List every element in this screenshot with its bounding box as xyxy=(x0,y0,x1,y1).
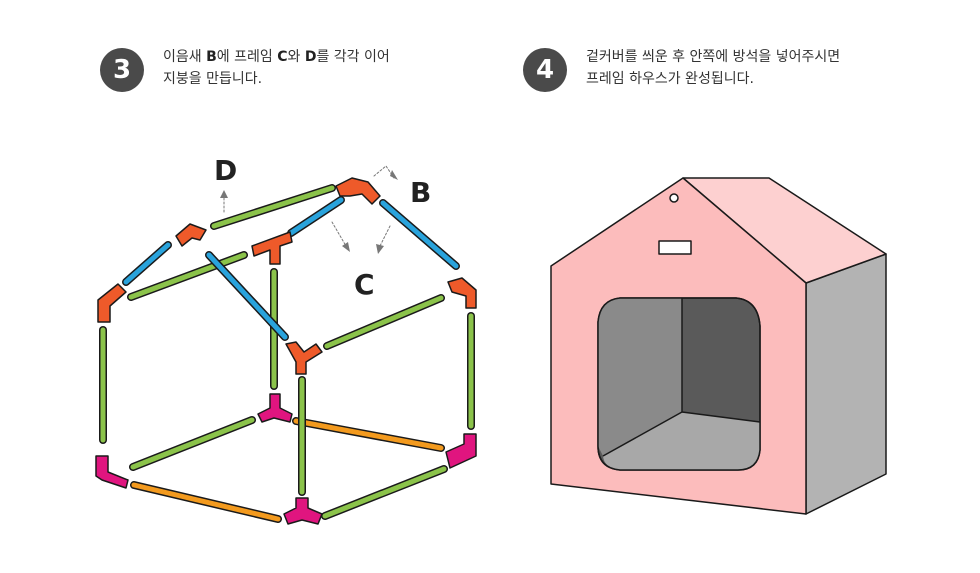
bottom-pipe-front-left xyxy=(131,482,281,522)
joint-peak-left xyxy=(175,223,207,247)
hint-c-left xyxy=(331,221,347,247)
step-3-text-e: 와 xyxy=(287,49,305,65)
label-b: B xyxy=(410,176,431,209)
bottom-pipe-front-right xyxy=(322,466,447,519)
bottom-pipes-fill xyxy=(130,417,447,522)
joint-right-top xyxy=(447,277,477,309)
house-side-wall xyxy=(805,253,887,515)
step-3-instruction: 이음새 B에 프레임 C와 D를 각각 이어 지붕을 만듭니다. xyxy=(163,46,390,90)
joint-base-front-left xyxy=(95,455,129,489)
step-3-text-b: B xyxy=(206,49,217,65)
eave-pipe-right xyxy=(324,295,444,349)
roof-pipe-back-left xyxy=(288,197,344,236)
joint-peak-back xyxy=(335,177,381,205)
house-interior-floor xyxy=(603,412,760,470)
step-3-number: 3 xyxy=(112,55,132,85)
roof-pipe-back-right xyxy=(380,200,459,269)
ridge-pipe xyxy=(211,185,335,229)
finished-house xyxy=(550,177,887,515)
joint-base-back-middle xyxy=(257,393,293,423)
step-3-text-g: 를 각각 이어 xyxy=(316,49,390,65)
step-3-text-c: 에 프레임 xyxy=(216,49,278,65)
frame-diagram: D B C xyxy=(95,154,477,525)
roof-pipe-front-long xyxy=(206,252,288,340)
label-c: C xyxy=(354,268,375,301)
step-3-text-d: C xyxy=(277,49,288,65)
step-3-text-f: D xyxy=(304,49,317,65)
step-4-line-1: 겉커버를 씌운 후 안쪽에 방석을 넣어주시면 xyxy=(586,49,841,65)
joint-base-front-middle xyxy=(283,497,323,525)
joint-back-middle xyxy=(251,231,293,265)
bottom-pipe-back-left xyxy=(130,417,255,470)
step-4-badge: 4 xyxy=(523,48,567,92)
step-3-badge: 3 xyxy=(100,48,144,92)
house-name-plate xyxy=(658,240,692,255)
step-4-line-2: 프레임 하우스가 완성됩니다. xyxy=(586,71,754,87)
step-3-text-a: 이음새 xyxy=(163,49,207,65)
step-3-line-1: 이음새 B에 프레임 C와 D를 각각 이어 xyxy=(163,46,390,68)
roof-pipe-left-front xyxy=(123,242,171,285)
step-4-instruction: 겉커버를 씌운 후 안쪽에 방석을 넣어주시면 프레임 하우스가 완성됩니다. xyxy=(586,46,840,90)
joint-base-right xyxy=(445,433,477,469)
bottom-pipes xyxy=(129,416,448,523)
joint-front-middle xyxy=(285,341,323,375)
bottom-pipe-back-right xyxy=(293,418,444,451)
eave-pipe-left xyxy=(128,252,247,300)
step-3-line-2: 지붕을 만듭니다. xyxy=(163,71,263,87)
house-interior-left-wall xyxy=(598,298,682,456)
hint-c-right xyxy=(379,225,391,247)
label-d: D xyxy=(214,154,237,187)
step-4-number: 4 xyxy=(535,55,555,85)
joint-front-left-top xyxy=(97,283,127,323)
house-hang-hole xyxy=(669,193,679,203)
